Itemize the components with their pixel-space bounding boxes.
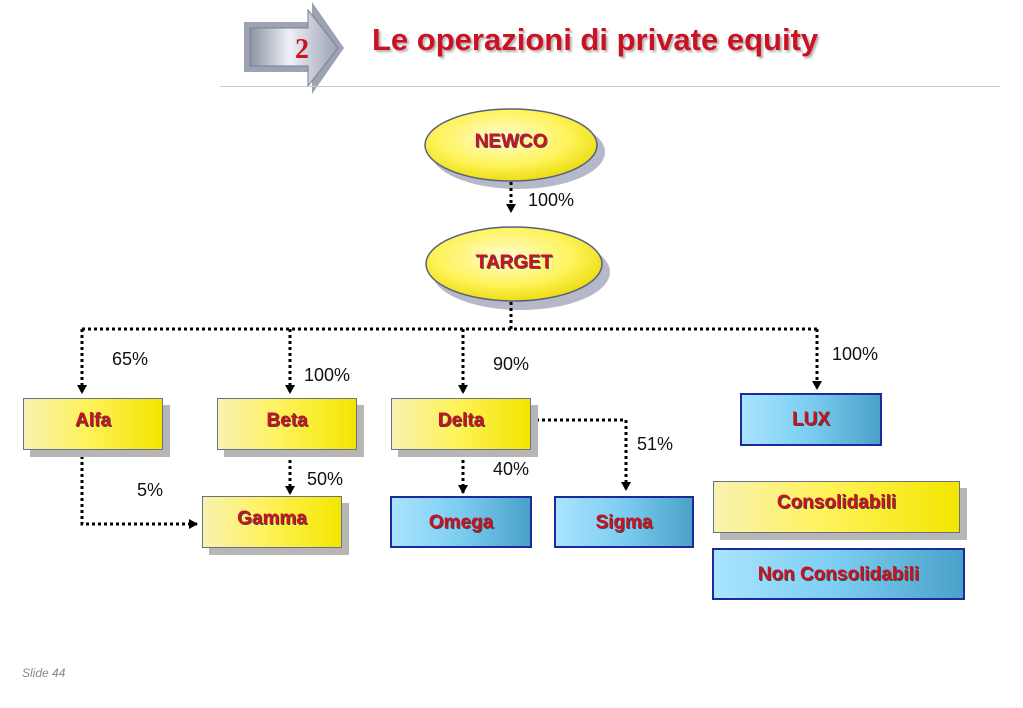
pct-target-alfa: 65% — [112, 349, 149, 369]
legend-consolidated-label: Consolidabili — [776, 492, 897, 513]
node-sigma-label: Sigma — [595, 512, 653, 533]
slide-footer: Slide 44 — [22, 666, 66, 680]
edge-alfa-gamma — [80, 450, 198, 529]
pct-target-beta: 100% — [304, 365, 351, 385]
newco-label: NEWCO — [474, 131, 548, 152]
node-alfa: Alfa — [23, 398, 163, 450]
pct-target-lux: 100% — [832, 344, 879, 364]
node-omega: Omega — [390, 496, 532, 548]
slide-number-arrow-icon — [244, 2, 344, 94]
target-label: TARGET — [475, 252, 553, 273]
pct-beta-gamma: 50% — [307, 469, 344, 489]
pct-alfa-gamma: 5% — [137, 480, 164, 500]
node-delta-label: Delta — [437, 410, 485, 431]
pct-target-delta: 90% — [493, 354, 530, 374]
legend-non-consolidated-label: Non Consolidabili — [757, 564, 920, 585]
node-gamma: Gamma — [202, 496, 342, 548]
node-sigma: Sigma — [554, 496, 694, 548]
legend-consolidated: Consolidabili — [713, 481, 960, 533]
node-gamma-label: Gamma — [237, 508, 307, 529]
node-lux: LUX — [740, 393, 882, 446]
node-beta-label: Beta — [266, 410, 308, 431]
target-oval — [425, 226, 603, 302]
page-title: Le operazioni di private equity — [372, 22, 819, 57]
node-omega-label: Omega — [428, 512, 494, 533]
title-divider — [220, 86, 1000, 87]
node-delta: Delta — [391, 398, 531, 450]
pct-delta-sigma: 51% — [637, 434, 674, 454]
newco-oval — [424, 108, 598, 182]
edge-delta-sigma — [530, 418, 631, 491]
node-alfa-label: Alfa — [75, 410, 111, 431]
legend-non-consolidated: Non Consolidabili — [712, 548, 965, 600]
slide-number: 2 — [295, 34, 309, 65]
pct-delta-omega: 40% — [493, 459, 530, 479]
node-beta: Beta — [217, 398, 357, 450]
node-lux-label: LUX — [792, 409, 830, 430]
pct-newco-target: 100% — [528, 190, 575, 210]
edge-target-bus — [82, 302, 817, 331]
